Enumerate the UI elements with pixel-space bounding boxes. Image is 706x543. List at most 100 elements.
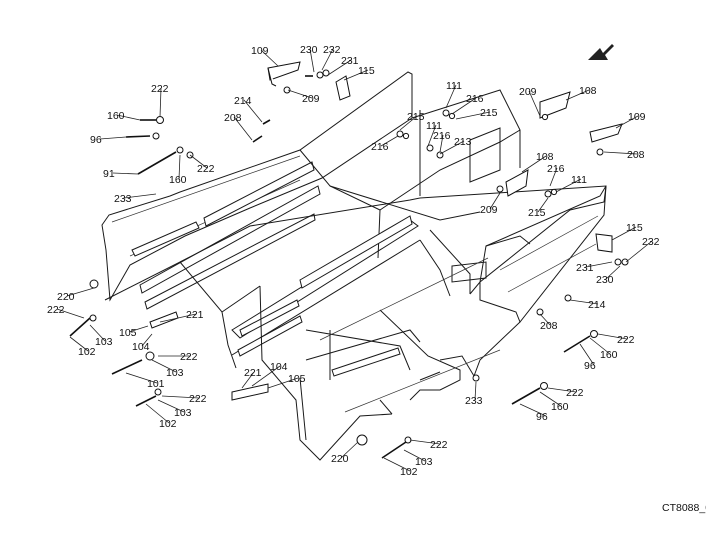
- callout-231: 231: [576, 262, 594, 274]
- leader-line: [99, 136, 127, 140]
- leader-line: [145, 403, 170, 424]
- leader-line: [125, 372, 158, 384]
- callout-160: 160: [600, 349, 618, 361]
- leader-line: [521, 155, 547, 173]
- callout-104: 104: [270, 361, 288, 373]
- leader-line: [409, 439, 441, 445]
- direction-arrow-icon: [588, 44, 614, 60]
- leader-line: [128, 325, 149, 333]
- leader-line: [178, 154, 181, 180]
- leader-line: [112, 172, 139, 175]
- callout-220: 220: [331, 453, 349, 465]
- callout-216: 216: [371, 141, 389, 153]
- callout-111: 111: [426, 120, 442, 132]
- callout-213: 213: [454, 136, 472, 148]
- leader-line: [549, 167, 558, 187]
- callout-230: 230: [300, 44, 318, 56]
- guard-plates: [267, 61, 623, 253]
- callout-160: 160: [107, 110, 125, 122]
- callout-101: 101: [147, 378, 165, 390]
- callout-102: 102: [400, 466, 418, 478]
- callout-222: 222: [566, 387, 584, 399]
- callout-233: 233: [465, 395, 483, 407]
- leader-line: [474, 381, 477, 401]
- leader-line: [89, 324, 106, 342]
- callout-222: 222: [180, 351, 198, 363]
- leader-line: [589, 337, 611, 355]
- callout-209: 209: [302, 93, 320, 105]
- leader-line: [241, 371, 255, 389]
- leader-line: [439, 134, 444, 153]
- leader-line: [287, 89, 313, 99]
- leader-line: [547, 387, 577, 393]
- drawing-id: CT8088_0: [662, 502, 706, 514]
- leader-line: [439, 140, 465, 155]
- leader-line: [451, 97, 477, 115]
- leader-line: [555, 178, 582, 193]
- leader-line: [233, 116, 253, 141]
- leader-line: [66, 287, 95, 297]
- leader-line: [537, 197, 549, 213]
- callout-216: 216: [466, 93, 484, 105]
- callout-105: 105: [288, 373, 306, 385]
- callout-91: 91: [103, 168, 115, 180]
- callout-115: 115: [626, 222, 643, 234]
- leader-line: [340, 441, 359, 459]
- leader-lines: [56, 48, 653, 472]
- callout-102: 102: [159, 418, 177, 430]
- callout-111: 111: [571, 174, 587, 186]
- leader-line: [383, 457, 411, 472]
- callout-222: 222: [430, 439, 448, 451]
- callout-209: 209: [480, 204, 498, 216]
- leader-line: [399, 115, 418, 131]
- leader-line: [159, 313, 197, 323]
- frame-assembly: [101, 71, 607, 461]
- callout-209: 209: [519, 86, 537, 98]
- leader-line: [141, 333, 153, 347]
- leader-line: [615, 115, 639, 129]
- callout-215: 215: [407, 111, 425, 123]
- callout-216: 216: [547, 163, 565, 175]
- callout-108: 108: [579, 85, 597, 97]
- leader-line: [611, 226, 637, 241]
- leader-line: [427, 124, 437, 147]
- leader-line: [309, 48, 315, 73]
- callout-222: 222: [151, 83, 169, 95]
- callout-233: 233: [114, 193, 132, 205]
- callout-220: 220: [57, 291, 75, 303]
- callout-108: 108: [536, 151, 554, 163]
- callout-160: 160: [551, 401, 569, 413]
- leader-line: [625, 240, 653, 263]
- leader-line: [243, 99, 263, 123]
- callout-115: 115: [358, 65, 375, 77]
- callout-103: 103: [166, 367, 184, 379]
- leader-line: [603, 151, 638, 155]
- callout-105: 105: [119, 327, 137, 339]
- leader-line: [539, 313, 551, 326]
- callout-103: 103: [174, 407, 192, 419]
- callout-109: 109: [251, 45, 269, 57]
- leader-line: [528, 90, 541, 117]
- callout-215: 215: [528, 207, 546, 219]
- leader-line: [260, 49, 279, 67]
- callout-103: 103: [415, 456, 433, 468]
- callout-222: 222: [189, 393, 207, 405]
- callout-109: 109: [628, 111, 646, 123]
- callout-216: 216: [433, 130, 451, 142]
- callout-232: 232: [323, 44, 341, 56]
- callout-102: 102: [78, 346, 96, 358]
- callout-232: 232: [642, 236, 660, 248]
- leader-line: [327, 59, 352, 76]
- leader-line: [157, 399, 185, 413]
- callout-111: 111: [446, 80, 462, 92]
- leader-line: [445, 84, 457, 109]
- leader-line: [343, 69, 369, 81]
- leader-line: [161, 395, 200, 399]
- leader-line: [455, 111, 491, 120]
- leader-line: [519, 403, 547, 417]
- callout-214: 214: [234, 95, 252, 107]
- leader-line: [403, 449, 426, 462]
